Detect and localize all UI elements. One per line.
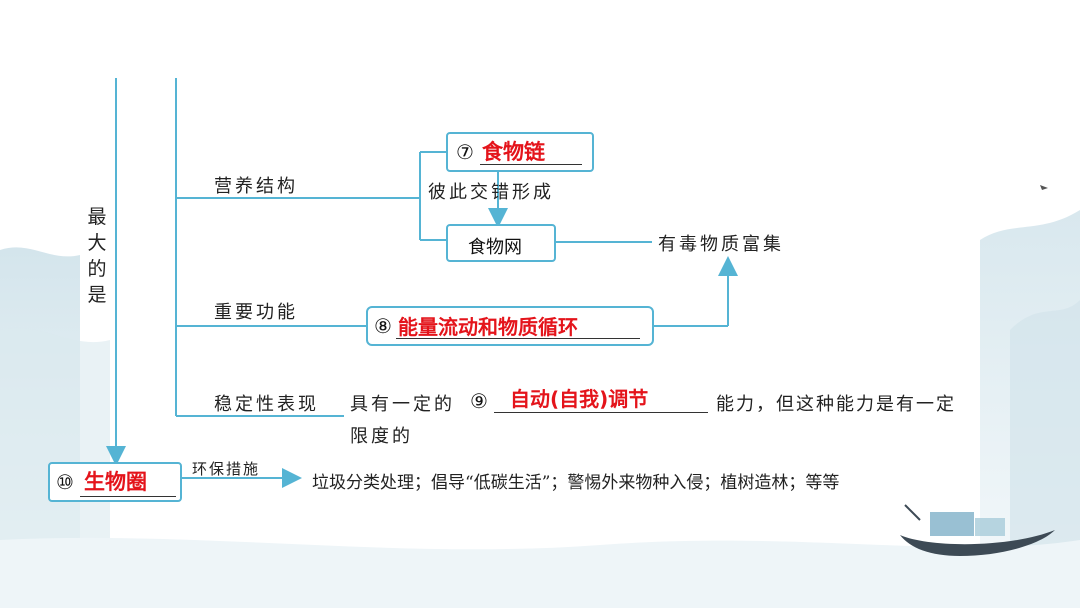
stability-line2: 限度的 — [350, 426, 413, 447]
function-answer: 能量流动和物质循环 — [398, 315, 578, 339]
function-underline — [396, 338, 640, 339]
biosphere-box: ⑩ 生物圈 — [48, 462, 182, 502]
stability-number: ⑨ — [470, 389, 488, 413]
stability-suffix: 能力，但这种能力是有一定 — [716, 394, 956, 415]
branch-stability-label: 稳定性表现 — [214, 394, 319, 415]
food-web-label: 食物网 — [468, 237, 522, 258]
function-number: ⑧ — [374, 314, 392, 338]
biosphere-number: ⑩ — [56, 470, 74, 494]
branch-structure-label: 营养结构 — [214, 176, 298, 197]
stability-prefix: 具有一定的 — [350, 394, 455, 415]
boat-icon — [900, 504, 1055, 556]
stability-answer: 自动(自我)调节 — [510, 387, 649, 411]
toxic-accumulation-label: 有毒物质富集 — [658, 234, 784, 255]
biosphere-answer: 生物圈 — [84, 470, 147, 494]
stability-underline — [494, 412, 708, 413]
branch-function-label: 重要功能 — [214, 302, 298, 323]
food-chain-number: ⑦ — [456, 140, 474, 164]
food-chain-underline — [480, 164, 582, 165]
food-chain-box: ⑦ 食物链 — [446, 132, 594, 172]
protection-label: 环保措施 — [192, 460, 261, 478]
function-answer-box: ⑧ 能量流动和物质循环 — [366, 306, 654, 346]
vertical-label: 最大的是 — [87, 206, 107, 306]
food-web-box: 食物网 — [446, 224, 556, 262]
interweave-label: 彼此交错形成 — [428, 182, 554, 203]
protection-text: 垃圾分类处理；倡导“低碳生活”；警惕外来物种入侵；植树造林；等等 — [312, 473, 840, 493]
food-chain-answer: 食物链 — [482, 140, 545, 164]
biosphere-underline — [80, 496, 176, 497]
